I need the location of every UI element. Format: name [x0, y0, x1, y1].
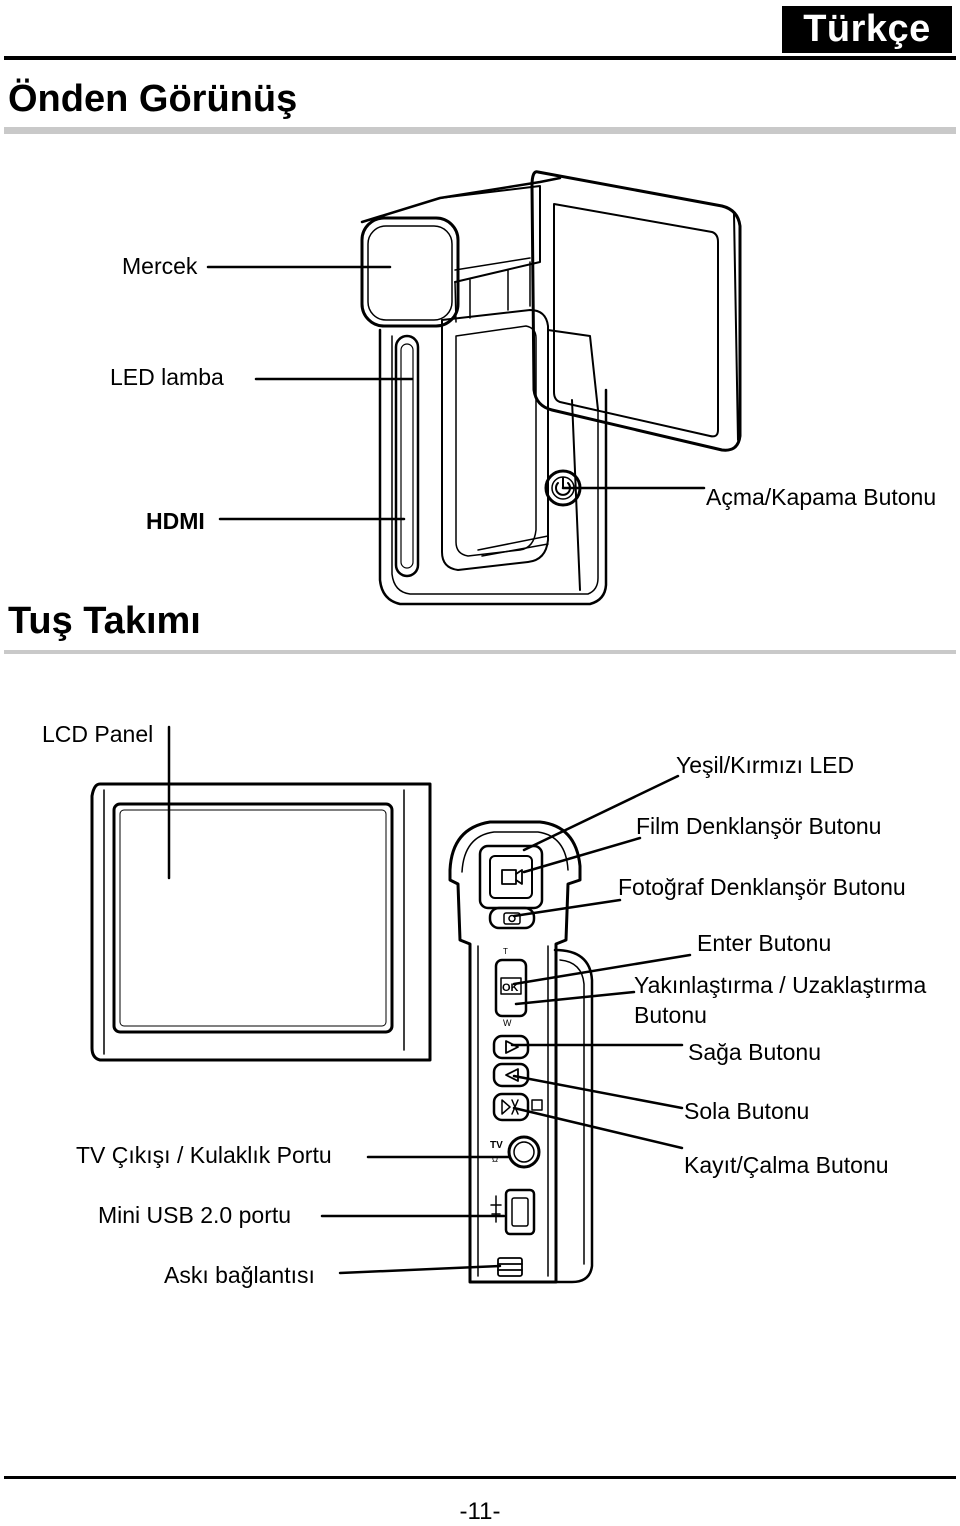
keypad-rule: [4, 650, 956, 654]
label-green-red-led: Yeşil/Kırmızı LED: [676, 752, 855, 778]
footer-rule: [4, 1476, 956, 1479]
camera-icon: [503, 912, 521, 925]
label-hdmi: HDMI: [146, 508, 205, 534]
label-mini-usb: Mini USB 2.0 portu: [98, 1202, 292, 1228]
movie-icon: [501, 869, 523, 885]
keypad-camera-drawing: T OK W TV Ω: [90, 782, 594, 1284]
strap-loop-icon: [497, 1257, 523, 1277]
label-tv-out: TV Çıkışı / Kulaklık Portu: [76, 1142, 332, 1168]
label-record-play: Kayıt/Çalma Butonu: [684, 1152, 889, 1178]
tv-out-port-icon: TV Ω: [490, 1135, 541, 1169]
svg-text:W: W: [503, 1018, 512, 1028]
keypad-title: Tuş Takımı: [8, 600, 201, 642]
language-badge: Türkçe: [782, 6, 952, 53]
leader-lines: [167, 265, 706, 1275]
svg-text:TV: TV: [490, 1140, 503, 1151]
record-play-icon: [501, 1099, 519, 1115]
label-enter: Enter Butonu: [697, 930, 832, 956]
page-number: -11-: [459, 1498, 501, 1525]
front-camera-drawing: [360, 170, 742, 606]
svg-text:T: T: [503, 947, 508, 956]
header-rule: [4, 56, 956, 60]
ok-icon: OK: [500, 977, 522, 995]
play-right-icon: [505, 1040, 519, 1054]
play-left-icon: [505, 1068, 519, 1082]
label-strap: Askı bağlantısı: [164, 1262, 315, 1288]
usb-port-icon: [490, 1188, 536, 1236]
label-led-lamp: LED lamba: [110, 364, 224, 390]
label-power-button: Açma/Kapama Butonu: [706, 484, 937, 510]
front-view-title: Önden Görünüş: [8, 78, 298, 120]
label-photo-shutter: Fotoğraf Denklanşör Butonu: [618, 874, 906, 900]
label-right: Sağa Butonu: [688, 1039, 822, 1065]
label-movie-shutter: Film Denklanşör Butonu: [636, 813, 882, 839]
label-left: Sola Butonu: [684, 1098, 810, 1124]
label-zoom-line1: Yakınlaştırma / Uzaklaştırma: [634, 972, 927, 998]
label-lens: Mercek: [122, 253, 198, 279]
front-view-rule: [4, 127, 956, 134]
label-lcd-panel: LCD Panel: [42, 721, 154, 747]
label-zoom-line2: Butonu: [634, 1002, 707, 1028]
svg-text:Ω: Ω: [492, 1155, 498, 1164]
